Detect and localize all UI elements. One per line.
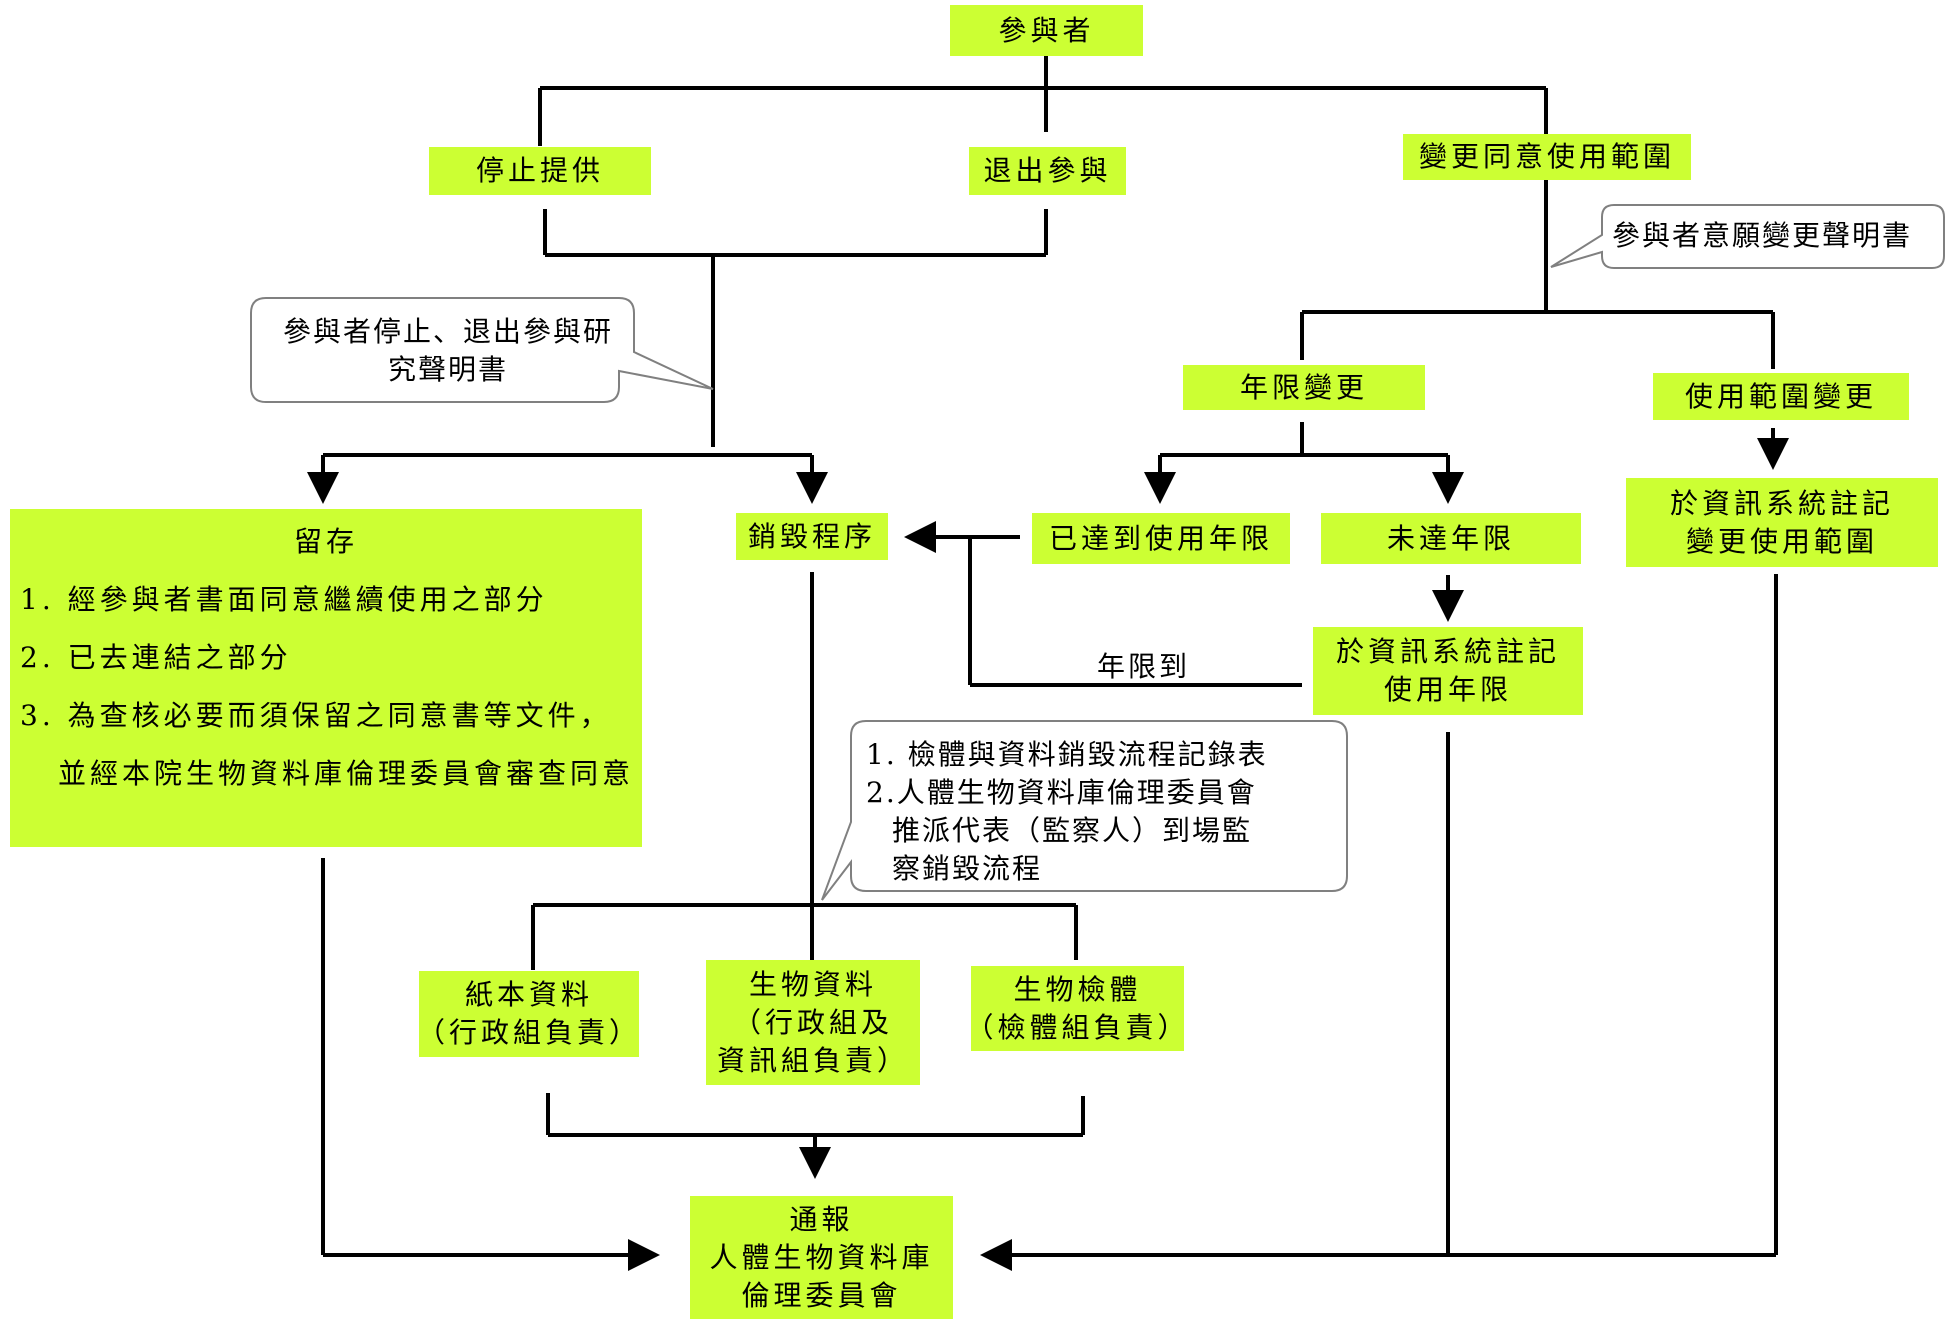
- callout-destroy-line: 1. 檢體與資料銷毀流程記錄表: [866, 738, 1268, 771]
- retain-item: 2. 已去連結之部分: [20, 641, 292, 674]
- retain-node: 留存 1. 經參與者書面同意繼續使用之部分 2. 已去連結之部分 3. 為查核必…: [10, 509, 642, 847]
- paper-data-line: 紙本資料: [464, 978, 593, 1011]
- withdraw-node: 退出參與: [969, 147, 1126, 195]
- callout-change-text: 參與者意願變更聲明書: [1612, 217, 1912, 255]
- bio-specimen-line: 生物檢體: [1013, 972, 1142, 1006]
- stop-providing-node: 停止提供: [429, 147, 651, 195]
- retain-item: 3. 為查核必要而須保留之同意書等文件，: [20, 699, 612, 732]
- notify-line: 通報: [789, 1202, 854, 1236]
- register-term-line: 使用年限: [1383, 673, 1512, 706]
- withdraw-label: 退出參與: [983, 154, 1112, 187]
- callout-withdraw-line: 究聲明書: [387, 353, 508, 386]
- arrows: [307, 428, 1789, 1271]
- retain-item: 並經本院生物資料庫倫理委員會審查同意: [58, 757, 635, 790]
- bio-data-line: 資訊組負責）: [716, 1043, 909, 1077]
- term-due-label: 年限到: [1097, 651, 1190, 683]
- retain-title: 留存: [293, 525, 358, 558]
- callout-destroy-line: 2.人體生物資料庫倫理委員會: [866, 776, 1257, 809]
- paper-data-node: 紙本資料 （行政組負責）: [417, 971, 642, 1057]
- reached-term-node: 已達到使用年限: [1032, 513, 1290, 564]
- notify-line: 倫理委員會: [741, 1278, 902, 1312]
- notify-line: 人體生物資料庫: [709, 1240, 934, 1274]
- register-scope-line: 變更使用範圍: [1685, 524, 1878, 558]
- retain-item: 1. 經參與者書面同意繼續使用之部分: [20, 583, 548, 616]
- callout-withdraw-text: 參與者停止、退出參與研 究聲明書: [262, 313, 634, 389]
- destroy-label: 銷毀程序: [747, 519, 876, 553]
- register-term-node: 於資訊系統註記 使用年限: [1313, 627, 1583, 715]
- not-reached-label: 未達年限: [1386, 521, 1515, 555]
- register-scope-node: 於資訊系統註記 變更使用範圍: [1626, 478, 1938, 567]
- callout-change-line: 參與者意願變更聲明書: [1612, 219, 1913, 252]
- reached-term-label: 已達到使用年限: [1048, 521, 1273, 555]
- bio-data-line: 生物資料: [748, 967, 877, 1001]
- participant-label: 參與者: [998, 13, 1095, 47]
- not-reached-node: 未達年限: [1321, 513, 1581, 564]
- register-term-line: 於資訊系統註記: [1335, 635, 1560, 668]
- change-scope-node: 變更同意使用範圍: [1403, 134, 1691, 180]
- register-scope-line: 於資訊系統註記: [1669, 486, 1894, 520]
- callout-withdraw-bubble: [250, 297, 714, 403]
- change-scope-label: 變更同意使用範圍: [1418, 140, 1675, 173]
- bio-data-node: 生物資料 （行政組及 資訊組負責）: [706, 960, 920, 1085]
- destroy-node: 銷毀程序: [736, 513, 888, 560]
- bio-data-line: （行政組及: [732, 1005, 893, 1039]
- callout-destroy-bubble: [821, 720, 1348, 901]
- term-change-node: 年限變更: [1183, 365, 1425, 410]
- paper-data-line: （行政組負責）: [417, 1016, 642, 1049]
- term-change-label: 年限變更: [1239, 370, 1368, 404]
- use-scope-change-node: 使用範圍變更: [1653, 373, 1909, 420]
- use-scope-change-label: 使用範圍變更: [1684, 379, 1877, 413]
- participant-node: 參與者: [950, 5, 1143, 56]
- bio-specimen-line: （檢體組負責）: [965, 1010, 1190, 1044]
- stop-providing-label: 停止提供: [475, 154, 604, 187]
- bio-specimen-node: 生物檢體 （檢體組負責）: [966, 966, 1186, 1051]
- term-due-text: 年限到: [1097, 650, 1191, 683]
- callout-change-bubble: [1550, 204, 1945, 269]
- callout-destroy-line: 察銷毀流程: [892, 852, 1043, 885]
- notify-node: 通報 人體生物資料庫 倫理委員會: [690, 1196, 953, 1319]
- callout-withdraw-line: 參與者停止、退出參與研: [282, 315, 613, 348]
- callout-destroy-line: 推派代表（監察人）到場監: [892, 814, 1253, 847]
- callout-destroy-text: 1. 檢體與資料銷毀流程記錄表 2.人體生物資料庫倫理委員會 推派代表（監察人）…: [866, 736, 1268, 888]
